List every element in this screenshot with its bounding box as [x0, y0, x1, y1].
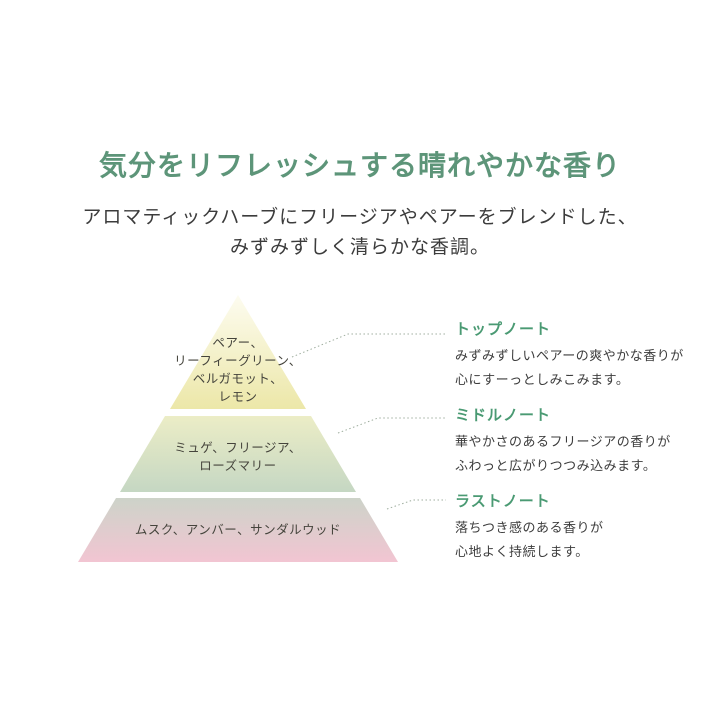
top-ingredient-line: ベルガモット、 [192, 372, 284, 386]
last-note-block: ラストノート 落ちつき感のある香りが 心地よく持続します。 [455, 492, 695, 564]
page-title: 気分をリフレッシュする晴れやかな香り [98, 151, 621, 182]
middle-note-description-line: 華やかさのあるフリージアの香りが [455, 434, 671, 449]
top-note-description-line: 心にすーっとしみこみます。 [455, 372, 630, 387]
top-note-description-line: みずみずしいペアーの爽やかな香りが [455, 348, 684, 363]
middle-ingredient-line: ミュゲ、フリージア、 [174, 441, 302, 455]
top-note-connector-line [291, 333, 446, 358]
last-ingredient-line: ムスク、アンバー、サンダルウッド [134, 523, 342, 537]
middle-note-block: ミドルノート 華やかさのあるフリージアの香りが ふわっと広がりつつみ込みます。 [455, 406, 695, 478]
last-note-description-line: 心地よく持続します。 [455, 544, 589, 559]
pyramid-top-ingredients: ペアー、 リーフィーグリーン、 ベルガモット、 レモン [138, 334, 338, 406]
pyramid-last-ingredients: ムスク、アンバー、サンダルウッド [88, 521, 388, 539]
top-ingredient-line: リーフィーグリーン、 [174, 354, 302, 368]
last-note-description: 落ちつき感のある香りが 心地よく持続します。 [455, 516, 695, 564]
pyramid-layer-last-shape [78, 498, 398, 562]
middle-note-label: ミドルノート [455, 407, 552, 424]
pyramid-middle-ingredients: ミュゲ、フリージア、 ローズマリー [138, 439, 338, 475]
top-note-block: トップノート みずみずしいペアーの爽やかな香りが 心にすーっとしみこみます。 [455, 320, 695, 392]
middle-note-description: 華やかさのあるフリージアの香りが ふわっと広がりつつみ込みます。 [455, 430, 695, 478]
top-note-label: トップノート [455, 321, 552, 338]
top-note-description: みずみずしいペアーの爽やかな香りが 心にすーっとしみこみます。 [455, 344, 695, 392]
middle-ingredient-line: ローズマリー [199, 459, 277, 473]
last-note-connector-line [386, 499, 446, 510]
middle-note-description-line: ふわっと広がりつつみ込みます。 [455, 458, 657, 473]
subtitle-line-1: アロマティックハーブにフリージアやペアーをブレンドした、 [82, 207, 638, 228]
pyramid-layer-middle-shape [120, 416, 356, 492]
last-note-label: ラストノート [455, 493, 551, 510]
top-ingredient-line: ペアー、 [212, 336, 264, 350]
subtitle-line-2: みずみずしく清らかな香調。 [229, 237, 490, 258]
top-ingredient-line: レモン [218, 390, 258, 404]
middle-note-connector-line [337, 417, 446, 434]
pyramid-layer-top-shape [170, 295, 306, 409]
last-note-description-line: 落ちつき感のある香りが [455, 520, 604, 535]
subtitle: アロマティックハーブにフリージアやペアーをブレンドした、 みずみずしく清らかな香… [0, 203, 720, 263]
